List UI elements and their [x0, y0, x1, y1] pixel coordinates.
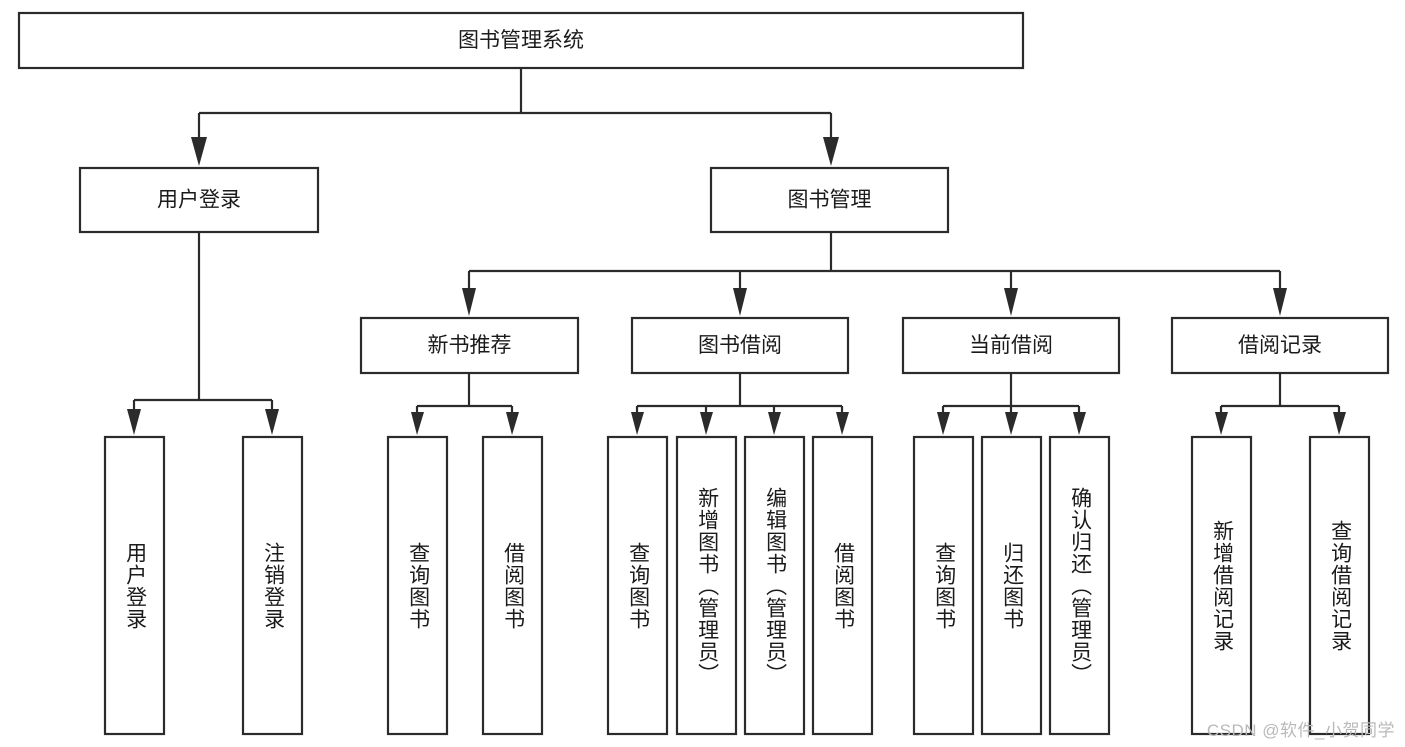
leaf-user-login-box[interactable]: [103, 435, 166, 736]
node-book-management-label: 图书管理: [788, 189, 872, 212]
leaf-cb-confirm-return-admin-label: 确认归还（管理员）: [1068, 486, 1092, 685]
leaf-bb-edit-book-admin-box[interactable]: [743, 435, 806, 736]
leaf-cb-query-book-label: 查询图书: [932, 541, 956, 630]
leaf-bb-edit-book-admin-label: 编辑图书（管理员）: [763, 486, 787, 685]
connector-group-borrow-record: [1215, 373, 1346, 435]
leaf-cb-query-book-box[interactable]: [912, 435, 975, 736]
arrowhead-nbr-borrow-book: [506, 412, 519, 435]
leaf-bb-query-book[interactable]: 查询图书: [606, 435, 669, 736]
node-user-login-box[interactable]: [78, 166, 320, 234]
node-current-borrow-box[interactable]: [901, 316, 1121, 375]
leaf-bb-query-book-box[interactable]: [606, 435, 669, 736]
arrowhead-user-login: [191, 137, 207, 166]
node-borrow-record-label: 借阅记录: [1238, 334, 1322, 357]
arrowhead-bb-edit-book: [768, 412, 781, 435]
leaf-nbr-borrow-book-box[interactable]: [481, 435, 544, 736]
leaf-br-query-record[interactable]: 查询借阅记录: [1308, 435, 1371, 736]
arrowhead-cb-query-book: [937, 412, 950, 435]
leaf-cb-return-book-box[interactable]: [980, 435, 1043, 736]
arrowhead-current-borrow: [1004, 288, 1018, 316]
leaf-logout-box[interactable]: [241, 435, 304, 736]
arrowhead-bb-borrow-book: [836, 412, 849, 435]
leaf-br-add-record[interactable]: 新增借阅记录: [1190, 435, 1253, 736]
leaf-bb-query-book-label: 查询图书: [626, 541, 650, 630]
connector-group-book-mgmt: [462, 232, 1287, 316]
leaf-cb-return-book-label: 归还图书: [1000, 541, 1024, 630]
leaf-cb-confirm-return-admin[interactable]: 确认归还（管理员）: [1048, 435, 1111, 736]
node-user-login[interactable]: 用户登录: [78, 166, 320, 234]
leaf-br-query-record-box[interactable]: [1308, 435, 1371, 736]
leaf-bb-borrow-book-label: 借阅图书: [831, 541, 855, 630]
leaf-br-query-record-label: 查询借阅记录: [1328, 519, 1352, 652]
node-new-book-recommend-box[interactable]: [359, 316, 580, 375]
arrowhead-br-add-record: [1215, 412, 1228, 435]
leaf-nbr-query-book-box[interactable]: [386, 435, 449, 736]
node-book-management-box[interactable]: [709, 166, 950, 234]
arrowhead-new-book-rec: [462, 288, 476, 316]
arrowhead-leaf-user-login: [127, 409, 141, 435]
leaf-nbr-borrow-book-label: 借阅图书: [501, 541, 525, 630]
node-book-borrow[interactable]: 图书借阅: [630, 316, 850, 375]
leaf-bb-borrow-book-box[interactable]: [811, 435, 874, 736]
leaf-cb-return-book[interactable]: 归还图书: [980, 435, 1043, 736]
node-new-book-recommend[interactable]: 新书推荐: [359, 316, 580, 375]
leaf-bb-add-book-admin-box[interactable]: [675, 435, 738, 736]
connector-group-root: [191, 68, 839, 166]
node-root-box[interactable]: [17, 11, 1025, 70]
connector-group-new-book-rec: [411, 373, 519, 435]
leaf-logout-label: 注销登录: [261, 541, 285, 630]
connector-group-book-borrow: [631, 373, 849, 435]
node-borrow-record-box[interactable]: [1170, 316, 1390, 375]
leaf-logout[interactable]: 注销登录: [241, 435, 304, 736]
leaf-bb-edit-book-admin[interactable]: 编辑图书（管理员）: [743, 435, 806, 736]
node-root-label: 图书管理系统: [458, 29, 584, 52]
node-book-management[interactable]: 图书管理: [709, 166, 950, 234]
leaf-user-login-label: 用户登录: [123, 541, 147, 630]
leaf-br-add-record-label: 新增借阅记录: [1210, 519, 1234, 652]
leaf-bb-add-book-admin[interactable]: 新增图书（管理员）: [675, 435, 738, 736]
connector-group-current-borrow: [937, 373, 1086, 435]
leaf-nbr-borrow-book[interactable]: 借阅图书: [481, 435, 544, 736]
node-book-borrow-box[interactable]: [630, 316, 850, 375]
node-root-system[interactable]: 图书管理系统: [17, 11, 1025, 70]
arrowhead-cb-confirm-return: [1073, 412, 1086, 435]
connector-group-user-login: [127, 232, 279, 435]
node-new-book-recommend-label: 新书推荐: [428, 334, 512, 357]
leaf-nbr-query-book-label: 查询图书: [406, 541, 430, 630]
arrowhead-bb-query-book: [631, 412, 644, 435]
arrowhead-bb-add-book: [700, 412, 713, 435]
arrowhead-br-query-record: [1333, 412, 1346, 435]
leaf-cb-confirm-return-admin-box[interactable]: [1048, 435, 1111, 736]
node-current-borrow[interactable]: 当前借阅: [901, 316, 1121, 375]
leaf-br-add-record-box[interactable]: [1190, 435, 1253, 736]
leaf-bb-add-book-admin-label: 新增图书（管理员）: [695, 486, 719, 685]
arrowhead-nbr-query-book: [411, 412, 424, 435]
arrowhead-book-mgmt: [823, 137, 839, 166]
node-book-borrow-label: 图书借阅: [698, 334, 782, 357]
arrowhead-book-borrow: [733, 288, 747, 316]
node-current-borrow-label: 当前借阅: [969, 334, 1053, 357]
leaf-nbr-query-book[interactable]: 查询图书: [386, 435, 449, 736]
arrowhead-leaf-logout: [265, 409, 279, 435]
node-user-login-label: 用户登录: [157, 189, 241, 212]
leaf-user-login[interactable]: 用户登录: [103, 435, 166, 736]
node-borrow-record[interactable]: 借阅记录: [1170, 316, 1390, 375]
arrowhead-cb-return-book: [1005, 412, 1018, 435]
leaf-bb-borrow-book[interactable]: 借阅图书: [811, 435, 874, 736]
arrowhead-borrow-record: [1273, 288, 1287, 316]
leaf-cb-query-book[interactable]: 查询图书: [912, 435, 975, 736]
